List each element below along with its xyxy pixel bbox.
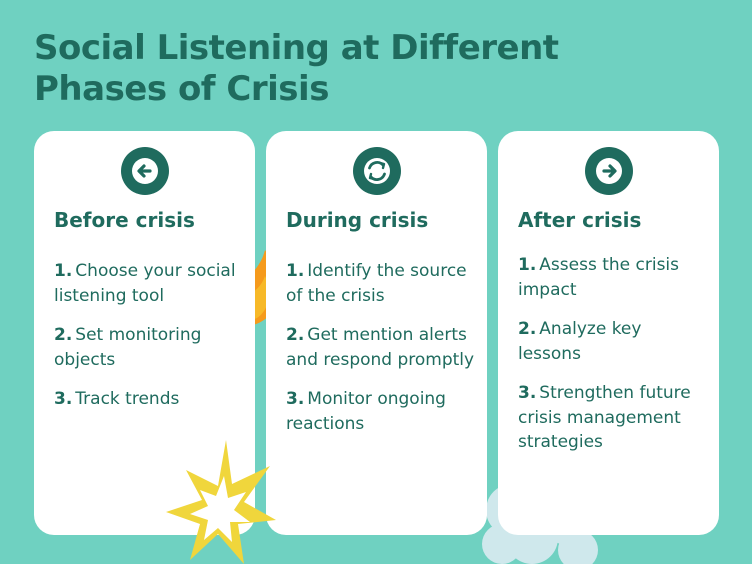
- list-item: 3.Strengthen future crisis management st…: [518, 383, 691, 452]
- card-before-crisis: Before crisis 1.Choose your social liste…: [34, 131, 255, 535]
- list-item: 2.Get mention alerts and respond promptl…: [286, 325, 475, 370]
- card-heading: Before crisis: [54, 208, 195, 232]
- list-item: 2.Analyze key lessons: [518, 319, 642, 364]
- list-item: 3.Track trends: [54, 389, 180, 409]
- step-list: 1.Assess the crisis impact 2.Analyze key…: [518, 253, 707, 470]
- arrow-right-icon: [584, 147, 633, 195]
- card-heading: After crisis: [518, 208, 642, 232]
- arrow-left-icon: [120, 147, 169, 195]
- list-item: 1.Choose your social listening tool: [54, 261, 236, 306]
- explosion-star-icon: [166, 440, 276, 564]
- list-item: 1.Identify the source of the crisis: [286, 261, 467, 306]
- list-item: 2.Set monitoring objects: [54, 325, 202, 370]
- cycle-arrows-icon: [352, 147, 401, 195]
- card-heading: During crisis: [286, 208, 429, 232]
- list-item: 1.Assess the crisis impact: [518, 255, 680, 300]
- card-after-crisis: After crisis 1.Assess the crisis impact …: [498, 131, 719, 535]
- list-item: 3.Monitor ongoing reactions: [286, 389, 446, 434]
- card-during-crisis: During crisis 1.Identify the source of t…: [266, 131, 487, 535]
- step-list: 1.Identify the source of the crisis 2.Ge…: [286, 259, 475, 451]
- step-list: 1.Choose your social listening tool 2.Se…: [54, 259, 243, 427]
- page-title: Social Listening at Different Phases of …: [34, 28, 559, 109]
